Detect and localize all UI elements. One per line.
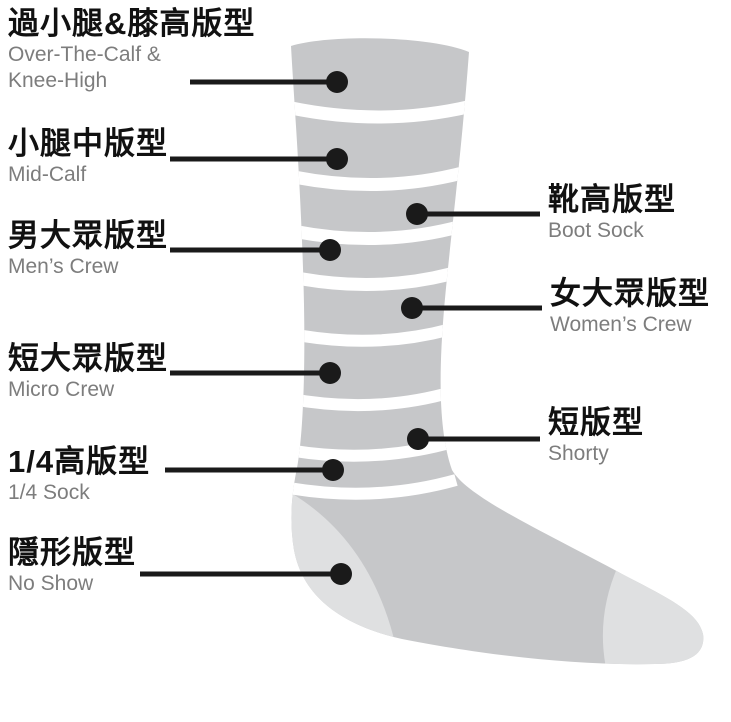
leader-dot-micro-crew bbox=[319, 362, 341, 384]
callout-quarter-sock-en: 1/4 Sock bbox=[8, 481, 90, 504]
callout-over-the-calf: 過小腿&膝高版型 Over-The-Calf & Knee-High bbox=[8, 6, 255, 94]
callout-no-show-zh: 隱形版型 bbox=[8, 535, 136, 570]
callout-womens-crew-zh: 女大眾版型 bbox=[550, 276, 710, 311]
callout-mens-crew-zh: 男大眾版型 bbox=[8, 218, 168, 253]
callout-quarter-sock: 1/4高版型 1/4 Sock bbox=[8, 444, 150, 506]
callout-over-the-calf-en: Over-The-Calf & Knee-High bbox=[8, 43, 161, 92]
leader-dot-no-show bbox=[330, 563, 352, 585]
leader-dot-womens-crew bbox=[401, 297, 423, 319]
callout-boot-sock-zh: 靴高版型 bbox=[548, 182, 676, 217]
callout-mid-calf-zh: 小腿中版型 bbox=[8, 126, 168, 161]
callout-womens-crew: 女大眾版型 Women’s Crew bbox=[550, 276, 710, 338]
callout-shorty-en: Shorty bbox=[548, 442, 609, 465]
callout-over-the-calf-zh: 過小腿&膝高版型 bbox=[8, 6, 256, 41]
leader-dot-shorty bbox=[407, 428, 429, 450]
sock-band-2 bbox=[291, 165, 468, 191]
callout-boot-sock-en: Boot Sock bbox=[548, 219, 644, 242]
callout-boot-sock: 靴高版型 Boot Sock bbox=[548, 182, 676, 244]
sock-body bbox=[291, 38, 704, 665]
callout-mid-calf-en: Mid-Calf bbox=[8, 163, 87, 186]
callout-womens-crew-en: Women’s Crew bbox=[550, 313, 692, 336]
leader-dot-mid-calf bbox=[326, 148, 348, 170]
callout-micro-crew-zh: 短大眾版型 bbox=[8, 341, 168, 376]
callout-no-show: 隱形版型 No Show bbox=[8, 535, 136, 597]
callout-mens-crew: 男大眾版型 Men’s Crew bbox=[8, 218, 168, 280]
callout-mid-calf: 小腿中版型 Mid-Calf bbox=[8, 126, 168, 188]
callout-shorty-zh: 短版型 bbox=[548, 405, 644, 440]
sock-band-1 bbox=[291, 99, 474, 124]
callout-micro-crew-en: Micro Crew bbox=[8, 378, 115, 401]
sock-toe-patch bbox=[602, 566, 704, 665]
callout-no-show-en: No Show bbox=[8, 572, 94, 595]
leader-dot-mens-crew bbox=[319, 239, 341, 261]
leader-dot-over-the-calf bbox=[326, 71, 348, 93]
callout-shorty: 短版型 Shorty bbox=[548, 405, 644, 467]
callout-micro-crew: 短大眾版型 Micro Crew bbox=[8, 341, 168, 403]
leader-dot-boot-sock bbox=[406, 203, 428, 225]
leader-dot-quarter-sock bbox=[322, 459, 344, 481]
sock-band-8 bbox=[291, 474, 458, 500]
callout-mens-crew-en: Men’s Crew bbox=[8, 255, 119, 278]
callout-quarter-sock-zh: 1/4高版型 bbox=[8, 444, 151, 479]
